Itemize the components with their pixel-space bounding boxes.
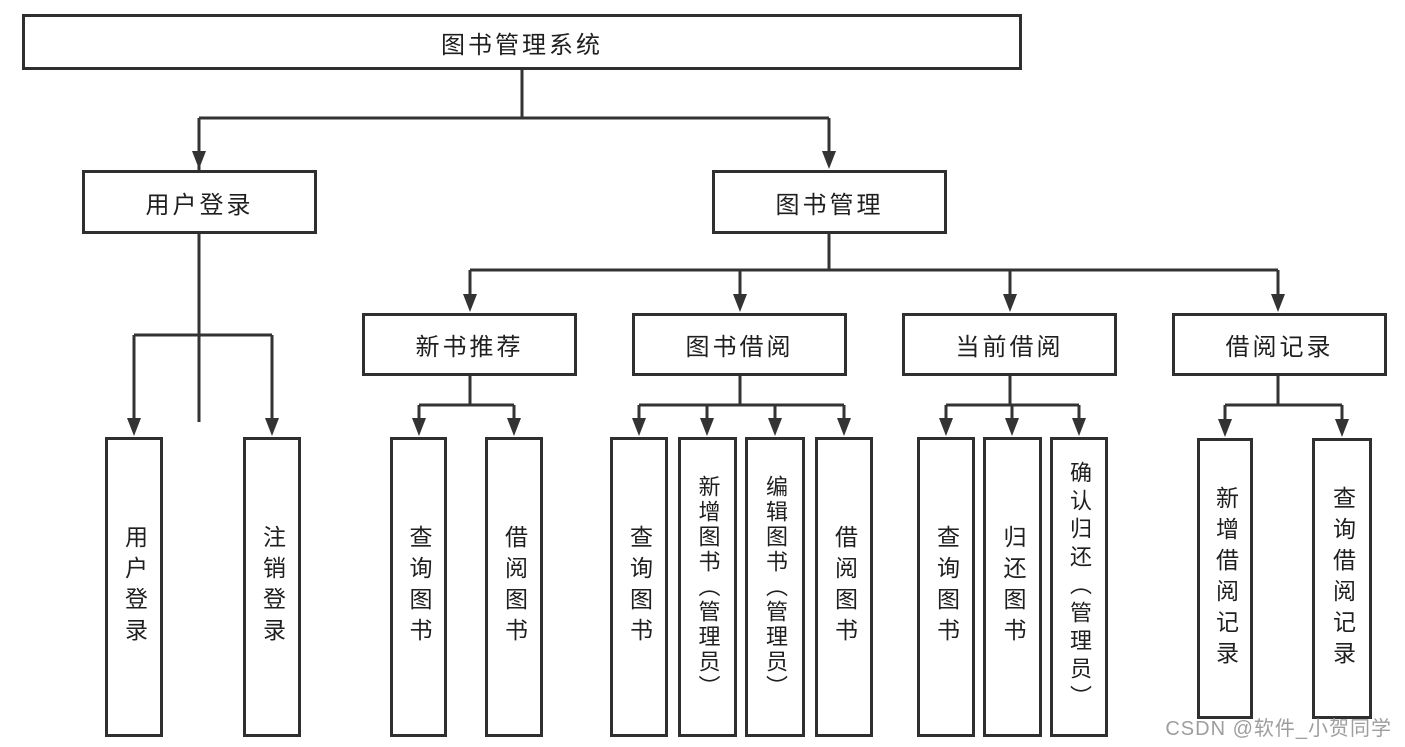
- connector-bookmgmt-to-level3: [463, 234, 1285, 312]
- node-leaf-user-login: 用户登录: [105, 437, 163, 737]
- node-label: 编辑图书（管理员）: [763, 474, 788, 700]
- arrowhead-icon: [733, 294, 747, 312]
- node-label: 借阅图书: [501, 525, 528, 649]
- node-label: 用户登录: [145, 191, 254, 219]
- node-label: 查询图书: [406, 525, 432, 649]
- connector-borrowrecord-to-leaves: [1218, 376, 1349, 437]
- node-leaf-borrow-book-1: 借阅图书: [485, 437, 543, 737]
- node-leaf-logout: 注销登录: [243, 437, 301, 737]
- node-leaf-add-borrow-record: 新增借阅记录: [1197, 438, 1253, 719]
- node-book-borrow: 图书借阅: [632, 313, 847, 376]
- connector-newbook-to-leaves: [412, 376, 521, 436]
- node-label: 借阅记录: [1225, 334, 1334, 361]
- arrowhead-icon: [1005, 418, 1019, 436]
- node-label: 借阅图书: [831, 525, 858, 649]
- arrowhead-icon: [1218, 419, 1232, 437]
- node-label: 新书推荐: [415, 334, 524, 361]
- node-label: 新增借阅记录: [1212, 485, 1239, 672]
- node-book-management: 图书管理: [712, 170, 947, 234]
- arrowhead-icon: [837, 418, 851, 436]
- node-label: 图书借阅: [685, 334, 794, 361]
- node-library-management-system: 图书管理系统: [22, 14, 1022, 70]
- arrowhead-icon: [768, 418, 782, 436]
- arrowhead-icon: [412, 418, 426, 436]
- node-label: 查询图书: [933, 525, 960, 649]
- node-label: 注销登录: [259, 525, 286, 649]
- node-leaf-add-book-admin: 新增图书（管理员）: [678, 437, 737, 737]
- node-leaf-query-book-3: 查询图书: [917, 437, 975, 737]
- node-leaf-confirm-return-admin: 确认归还（管理员）: [1050, 437, 1108, 737]
- node-label: 图书管理系统: [441, 31, 603, 59]
- node-label: 当前借阅: [955, 334, 1064, 361]
- arrowhead-icon: [939, 418, 953, 436]
- arrowhead-icon: [1003, 294, 1017, 312]
- connector-bookborrow-to-leaves: [632, 376, 851, 436]
- node-borrow-record: 借阅记录: [1172, 313, 1387, 376]
- csdn-watermark: CSDN @软件_小贺同学: [1165, 718, 1392, 740]
- arrowhead-icon: [1271, 294, 1285, 312]
- node-leaf-query-borrow-record: 查询借阅记录: [1312, 438, 1372, 719]
- node-current-borrow: 当前借阅: [902, 313, 1117, 376]
- arrowhead-icon: [1335, 419, 1349, 437]
- node-new-book-recommend: 新书推荐: [362, 313, 577, 376]
- arrowhead-icon: [192, 151, 206, 169]
- arrowhead-icon: [265, 418, 279, 436]
- arrowhead-icon: [700, 418, 714, 436]
- connector-userlogin-to-leaves: [127, 234, 279, 436]
- node-leaf-return-book: 归还图书: [983, 437, 1042, 737]
- node-label: 确认归还（管理员）: [1067, 461, 1092, 713]
- arrowhead-icon: [822, 151, 836, 169]
- node-user-login: 用户登录: [82, 170, 317, 234]
- node-leaf-edit-book-admin: 编辑图书（管理员）: [745, 437, 805, 737]
- node-label: 用户登录: [121, 525, 148, 649]
- node-label: 查询图书: [626, 525, 653, 649]
- node-leaf-query-book-1: 查询图书: [390, 437, 447, 737]
- node-label: 图书管理: [775, 191, 884, 219]
- arrowhead-icon: [507, 418, 521, 436]
- node-leaf-borrow-book-2: 借阅图书: [815, 437, 873, 737]
- arrowhead-icon: [1072, 418, 1086, 436]
- node-label: 新增图书（管理员）: [695, 474, 721, 700]
- arrowhead-icon: [127, 418, 141, 436]
- node-label: 归还图书: [1000, 525, 1026, 649]
- connector-currentborrow-to-leaves: [939, 376, 1086, 436]
- arrowhead-icon: [632, 418, 646, 436]
- arrowhead-icon: [463, 294, 477, 312]
- node-label: 查询借阅记录: [1329, 485, 1356, 672]
- node-leaf-query-book-2: 查询图书: [610, 437, 668, 737]
